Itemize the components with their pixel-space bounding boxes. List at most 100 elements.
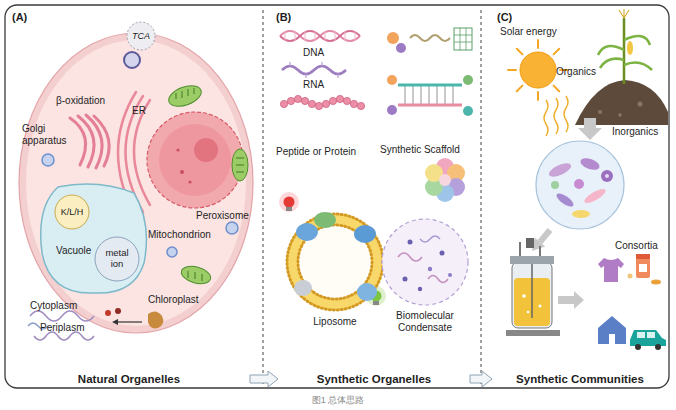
peptide-chain <box>301 97 308 104</box>
chloroplast-symbol <box>166 82 248 287</box>
sun-symbol <box>554 98 558 134</box>
ion-label: metal ion <box>101 248 133 270</box>
condensate-shape-outline <box>418 287 422 291</box>
chloroplast-symbol <box>166 82 204 111</box>
cytoplasm-symbol <box>112 319 118 325</box>
consortia-circle: Consortia <box>535 140 625 230</box>
consortia-circle-outline <box>601 170 613 182</box>
product-icons <box>636 258 650 278</box>
product-icons <box>637 332 645 338</box>
cytoplasm-symbol <box>116 321 142 322</box>
panel-title: Natural Organelles <box>8 373 250 386</box>
bioreactor-symbol <box>510 256 554 264</box>
scaffold-symbol <box>463 106 473 116</box>
scaffold-symbol <box>387 105 397 115</box>
nucleus-symbol <box>188 180 191 183</box>
light-bulb <box>286 207 292 211</box>
liposome-shape-outline <box>287 214 383 310</box>
peptide-chain <box>336 95 343 102</box>
chloroplast-symbol <box>176 88 194 99</box>
condensate-shape-outline <box>380 217 470 307</box>
vacuole-shape-outline <box>38 183 150 297</box>
bioreactor-symbol <box>512 262 552 328</box>
chloroplast-symbol <box>179 263 212 286</box>
liposome-shape-outline <box>354 225 376 243</box>
ion-circle: K/L/H <box>54 194 90 230</box>
product-icons <box>635 344 641 350</box>
liposome-shape-outline <box>357 283 377 301</box>
liposome-shape-outline <box>285 212 385 312</box>
part-label: Inorganics <box>612 126 658 138</box>
scaffold-symbol <box>387 32 399 44</box>
consortia-circle-outline <box>579 156 601 172</box>
part-label: ER <box>132 105 146 117</box>
plant-soil-symbol <box>627 41 633 55</box>
dna-helix <box>285 31 355 41</box>
panel-section: (C)Synthetic CommunitiesConsortia <box>492 8 668 388</box>
product-icons <box>655 344 661 350</box>
part-label: RNA <box>303 79 324 91</box>
rna-strand <box>290 62 338 78</box>
scaffold-symbol <box>410 35 450 41</box>
chloroplast-symbol <box>232 149 248 181</box>
bioreactor-symbol <box>506 238 560 336</box>
panel-frame <box>5 5 669 388</box>
bioreactor-symbol <box>526 238 534 248</box>
panel-letter: (B) <box>276 11 291 24</box>
plant-soil-symbol <box>623 18 626 84</box>
nucleus-symbol <box>194 138 218 162</box>
nucleus-symbol <box>176 148 179 151</box>
consortia-circle-outline <box>536 141 624 229</box>
tca-circle: TCA <box>126 21 156 51</box>
cell-body <box>19 33 253 333</box>
golgi-symbol <box>78 116 94 167</box>
bioreactor-symbol <box>527 311 530 314</box>
bioreactor-symbol <box>531 264 533 318</box>
part-label: Chloroplast <box>148 294 199 306</box>
scaffold-symbol <box>387 75 397 85</box>
condensate-shape-outline <box>428 276 448 283</box>
organelle-label: TCA <box>126 31 156 41</box>
vacuole-shape: VacuoleK/L/Hmetal ion <box>38 183 150 297</box>
consortia-circle-outline <box>605 174 609 178</box>
product-icons <box>598 258 624 282</box>
light-bulb <box>279 192 386 306</box>
periplasm-symbol <box>34 332 94 340</box>
scaffold-symbol <box>463 75 473 85</box>
panel-letter: (A) <box>12 11 27 24</box>
condensate-shape-outline <box>408 240 413 245</box>
nucleus-symbol <box>147 112 243 208</box>
part-label: Cytoplasm <box>30 300 77 312</box>
part-label: β-oxidation <box>56 95 105 107</box>
chloroplast-symbol <box>236 158 244 172</box>
product-icons <box>628 274 633 279</box>
figure-caption: 图1 总体思路 <box>0 395 676 405</box>
nucleus-symbol <box>180 170 184 174</box>
scaffold-symbol <box>454 28 472 50</box>
liposome-shape-outline <box>293 220 378 305</box>
bioreactor-symbol <box>522 294 526 298</box>
scaffold-symbol <box>405 85 453 105</box>
tca-circle-outline <box>127 22 155 50</box>
dna-helix <box>280 31 360 41</box>
condensate-shape-outline <box>403 277 408 282</box>
condensate-shape-outline <box>398 253 422 261</box>
peptide-chain <box>343 97 350 104</box>
product-icons <box>639 264 647 272</box>
condensate-shape-outline <box>428 267 432 271</box>
part-label: Golgi apparatus <box>22 123 72 146</box>
light-bulb <box>284 197 295 208</box>
product-icons <box>651 280 661 285</box>
part-label: Periplasm <box>40 322 84 334</box>
ion-circle-outline <box>55 195 89 229</box>
flow-arrow <box>540 230 550 242</box>
periplasm-symbol <box>28 311 94 340</box>
consortia-circle-outline <box>572 210 590 218</box>
bioreactor-symbol <box>539 305 542 308</box>
product-icons <box>598 316 626 344</box>
peptide-chain <box>329 97 336 104</box>
block-arrow <box>250 371 278 387</box>
panel-divider <box>263 10 264 384</box>
peptide-chain <box>308 100 315 107</box>
